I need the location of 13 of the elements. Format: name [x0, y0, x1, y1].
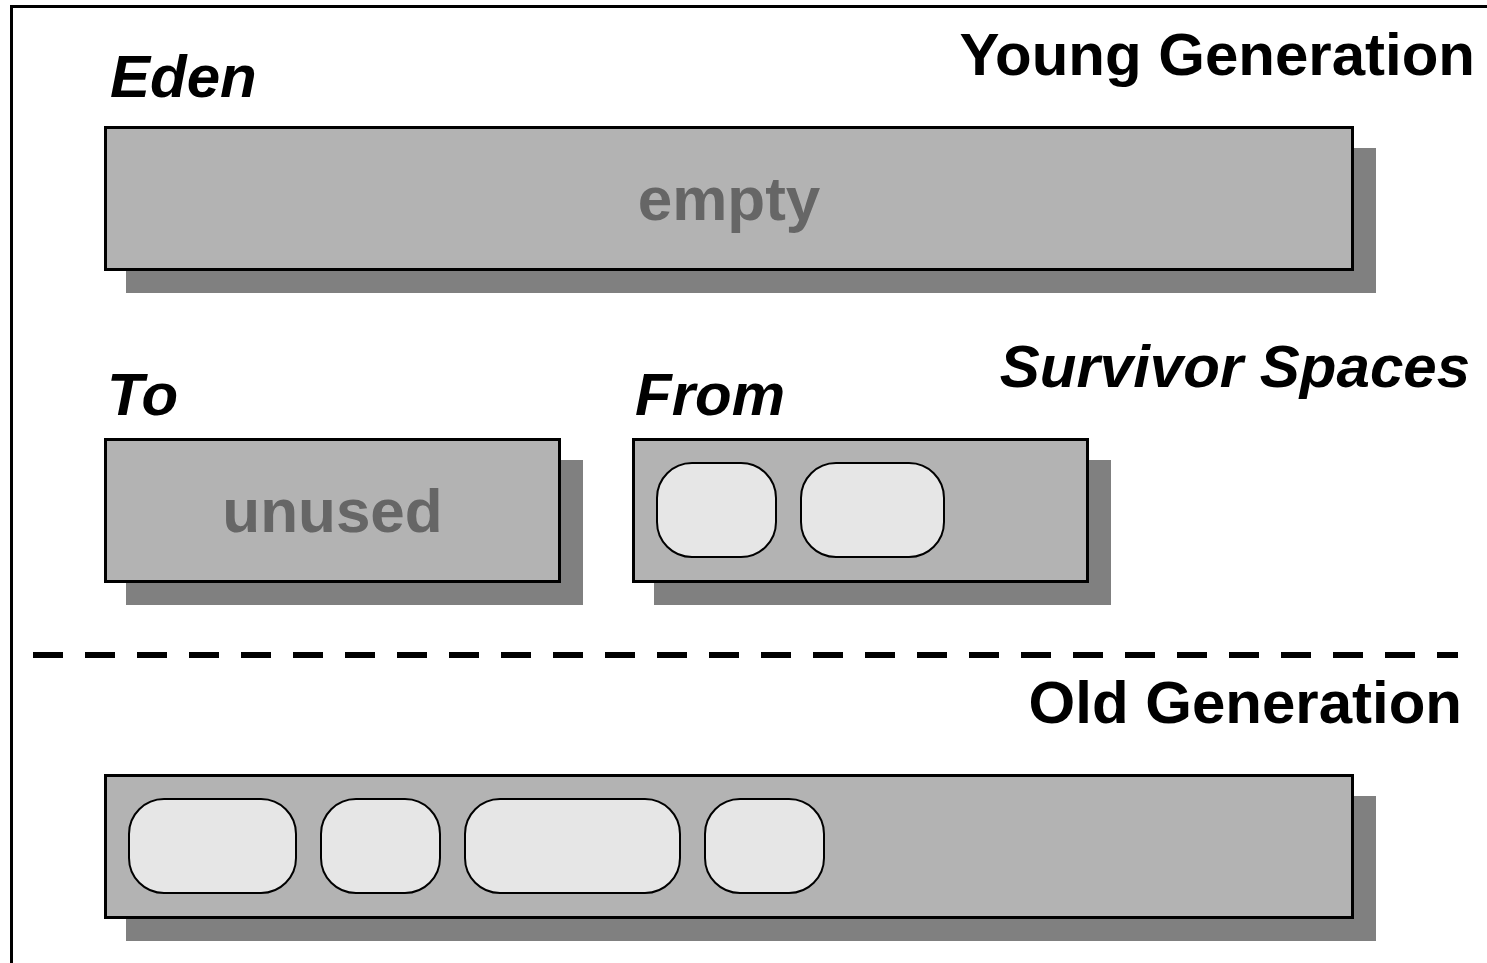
object-block [128, 798, 297, 894]
region-heading: Eden [110, 47, 257, 107]
section-label: Young Generation [959, 25, 1475, 85]
status-text: unused [221, 479, 444, 542]
object-block [704, 798, 825, 894]
region-heading: From [635, 365, 785, 425]
section-label: Survivor Spaces [999, 337, 1470, 397]
object-block [656, 462, 777, 558]
object-block [320, 798, 441, 894]
object-block [800, 462, 945, 558]
section-label: Old Generation [1028, 673, 1462, 733]
object-block [464, 798, 681, 894]
region-heading: To [107, 365, 179, 425]
